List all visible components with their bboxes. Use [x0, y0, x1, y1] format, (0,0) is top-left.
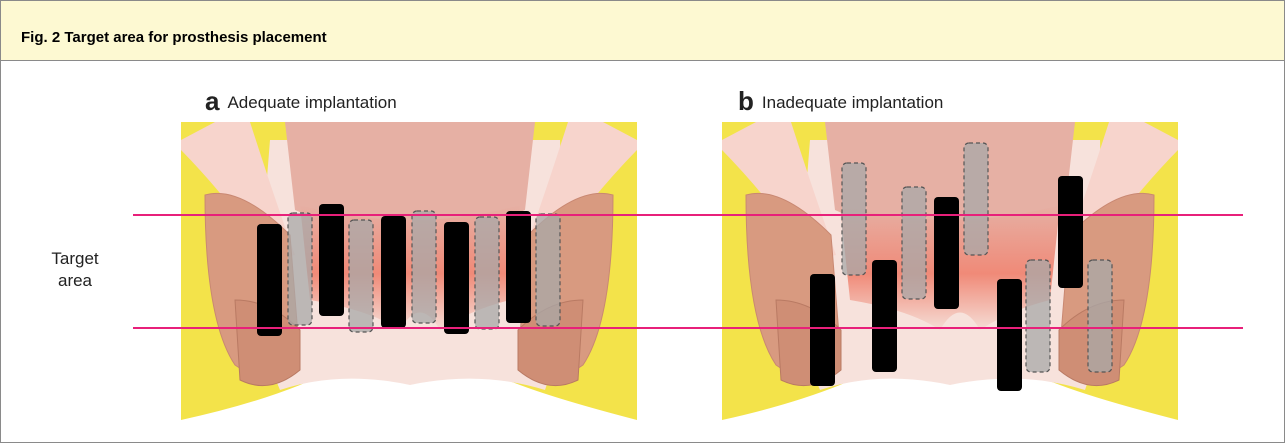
- panel-a-anatomy: [181, 122, 637, 420]
- panel-b-letter: b: [738, 86, 754, 116]
- panel-b-gray-implant-2: [902, 187, 926, 299]
- panel-a-gray-implant-3: [412, 211, 436, 323]
- panel-b-gray-implant-1: [842, 163, 866, 275]
- panel-a-implant-1: [257, 224, 282, 336]
- panel-b-implant-5: [1058, 176, 1083, 288]
- panel-a-gray-implant-1: [288, 213, 312, 325]
- panel-a-label: a Adequate implantation: [205, 86, 397, 117]
- panel-a-implant-2: [319, 204, 344, 316]
- target-area-label: Target area: [40, 248, 110, 292]
- panel-b-gray-implant-4: [1026, 260, 1050, 372]
- panel-a-gray-implant-2: [349, 220, 373, 332]
- panel-a-implant-4: [444, 222, 469, 334]
- panel-a-implant-3: [381, 216, 406, 328]
- panel-b-implant-3: [934, 197, 959, 309]
- panel-b-gray-implant-3: [964, 143, 988, 255]
- panel-b-implant-4: [997, 279, 1022, 391]
- panel-a-gray-implant-4: [475, 217, 499, 329]
- panel-b-implant-1: [810, 274, 835, 386]
- panel-b-title: Inadequate implantation: [762, 93, 943, 112]
- panel-a-gray-implant-5: [536, 214, 560, 326]
- panel-a-implant-5: [506, 211, 531, 323]
- panel-b-implant-2: [872, 260, 897, 372]
- panel-a-title: Adequate implantation: [227, 93, 396, 112]
- panel-b-label: b Inadequate implantation: [738, 86, 943, 117]
- panel-b-gray-implant-5: [1088, 260, 1112, 372]
- panel-a-letter: a: [205, 86, 219, 116]
